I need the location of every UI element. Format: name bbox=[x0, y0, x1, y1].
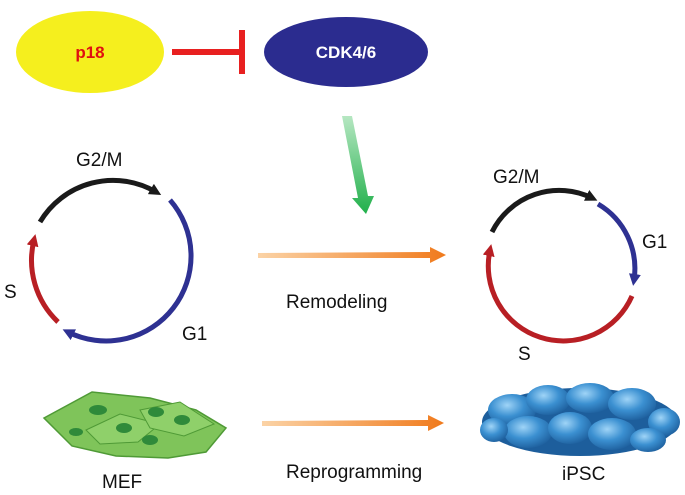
phase-g1-label-left: G1 bbox=[182, 324, 207, 345]
ipsc-cell bbox=[648, 408, 680, 436]
mef-nucleus bbox=[89, 405, 107, 415]
p18-ellipse bbox=[16, 11, 164, 93]
ipsc-cell bbox=[630, 428, 666, 452]
ipsc-cell bbox=[548, 412, 592, 444]
ipsc-cell bbox=[504, 416, 552, 448]
ipsc-cell bbox=[566, 383, 614, 413]
p18-node: p18 bbox=[16, 11, 164, 93]
ipsc-cell bbox=[526, 385, 570, 415]
inhibition-arrow bbox=[172, 30, 245, 74]
cdk46-ellipse bbox=[264, 17, 428, 87]
reprogramming-arrow-shape bbox=[262, 415, 444, 431]
ipsc-cell bbox=[588, 418, 636, 450]
mef-nucleus bbox=[148, 407, 164, 417]
phase-g1-label-right: G1 bbox=[642, 232, 667, 253]
phase-g2m-arc-left bbox=[37, 177, 162, 224]
p18-label: p18 bbox=[75, 43, 104, 62]
ipsc-cell bbox=[608, 388, 656, 420]
reprogramming-label: Reprogramming bbox=[286, 462, 422, 483]
remodeling-label: Remodeling bbox=[286, 292, 387, 313]
mef-cells: MEF bbox=[42, 391, 228, 493]
phase-s-arc-right bbox=[482, 244, 635, 344]
activation-shaft bbox=[342, 116, 374, 214]
remodeling-arrow-shape bbox=[258, 247, 446, 263]
cdk46-label: CDK4/6 bbox=[316, 43, 376, 62]
phase-g1-arc-right bbox=[596, 201, 641, 286]
phase-s-label-right: S bbox=[518, 344, 531, 365]
ipsc-colony: iPSC bbox=[480, 383, 680, 485]
activation-arrow bbox=[342, 116, 374, 214]
cdk46-node: CDK4/6 bbox=[264, 17, 428, 87]
phase-g2m-label-right: G2/M bbox=[493, 167, 539, 188]
mef-label: MEF bbox=[102, 472, 142, 493]
mef-nucleus bbox=[142, 435, 158, 445]
reprogramming-arrow: Reprogramming bbox=[262, 415, 444, 483]
cell-cycle-right: G2/M G1 S bbox=[482, 167, 667, 365]
ipsc-cell bbox=[480, 418, 508, 442]
remodeling-arrow: Remodeling bbox=[258, 247, 446, 313]
phase-s-label-left: S bbox=[4, 282, 17, 303]
cell-cycle-left: G2/M S G1 bbox=[4, 150, 207, 345]
mef-nucleus bbox=[116, 423, 132, 433]
phase-s-arc-left bbox=[26, 234, 60, 324]
phase-g2m-label-left: G2/M bbox=[76, 150, 122, 171]
ipsc-label: iPSC bbox=[562, 464, 605, 485]
mef-nucleus bbox=[69, 428, 83, 436]
phase-g2m-arc-right bbox=[489, 187, 598, 234]
mef-nucleus bbox=[174, 415, 190, 425]
phase-g1-arc-left bbox=[62, 198, 194, 344]
